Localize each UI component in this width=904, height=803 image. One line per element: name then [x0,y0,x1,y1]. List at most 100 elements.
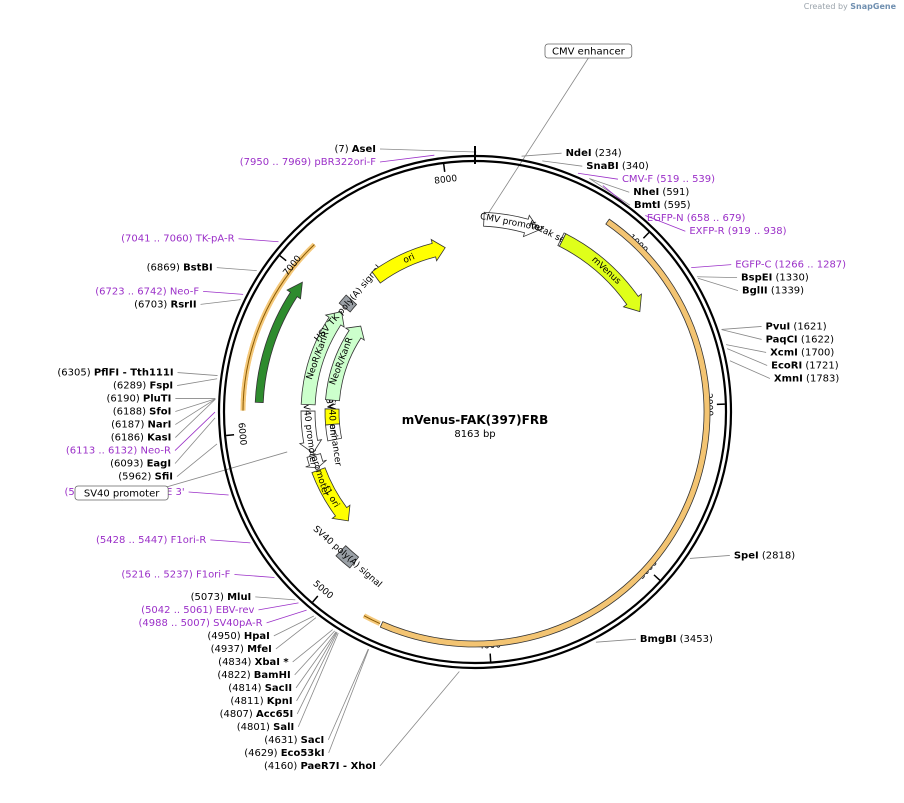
site-label-part: (5073) [191,592,227,603]
leader-line [379,671,460,767]
site-label-eco53ki: (4629) Eco53kI [244,748,324,759]
feature-label-mvenus: mVenus [589,255,622,287]
site-label-part: (4988 .. 5007) [139,618,214,629]
leader-line [697,277,739,292]
site-label-part: BmgBI [640,634,677,645]
leader-line [297,632,339,728]
tick-label: 8000 [434,174,458,187]
tick-mark [312,595,319,603]
site-label-asei: (7) AseI [334,144,376,155]
feature-sv40-ori [324,408,340,426]
site-label-pflfi: (6305) PflFI - Tth111I [57,368,173,379]
created-by-text: Created by [803,2,848,11]
feature-fak-397-frb [379,218,711,648]
site-label-part: pBR322ori-F [314,157,376,168]
site-label-exfp-r: EXFP-R (919 .. 938) [689,226,786,237]
leader-line [175,398,216,425]
site-label-hpai: (4950) HpaI [207,631,269,642]
site-label-part: (234) [592,148,622,159]
feature-ampr-promoter [305,453,327,469]
site-label-f1ori-f: (5216 .. 5237) F1ori-F [121,569,230,580]
site-label-part: (1330) [772,273,809,284]
feature-neor-kanr [325,325,365,402]
backbone-outer-strand [217,154,733,670]
site-label-xcmi: XcmI (1700) [770,347,834,358]
leader-line [483,57,589,221]
leader-line [521,152,562,157]
site-label-part: AseI [352,144,376,155]
leader-line [203,291,244,295]
tick-mark [489,653,492,662]
site-label-part: (1783) [803,373,840,384]
leader-line [328,649,370,754]
leader-line [721,329,762,340]
site-label-part: (7) [334,144,351,155]
leader-line [238,238,279,243]
site-label-part: SfiI [155,472,173,483]
site-label-extra: - Tth111I [119,368,173,379]
site-label-part: TK-pA-R [195,234,235,245]
leader-line [258,602,299,611]
site-label-part: (6093) [110,459,146,470]
site-label-part: (658 .. 679) [684,213,746,224]
site-label-part: SnaBI [586,161,618,172]
site-label-neo-f: (6723 .. 6742) Neo-F [95,286,199,297]
site-label-part: (1721) [802,360,839,371]
tick-mark [642,231,650,239]
leader-line [176,443,218,477]
site-label-part: EGFP-C [735,260,771,271]
leader-line [275,617,317,650]
leader-line [296,632,338,715]
site-label-sali: (4801) SalI [237,722,295,733]
site-label-part: (4811) [230,696,266,707]
site-label-part: Neo-F [170,286,200,297]
site-label-part: (5428 .. 5447) [96,535,171,546]
brand-credit: Created by SnapGene [804,2,896,11]
site-label-part: KasI [147,433,171,444]
leader-line [327,648,369,741]
site-label-part: (1621) [790,321,827,332]
site-label-part: (6869) [147,263,183,274]
site-label-part: SacI [301,735,325,746]
site-label-paer7i: (4160) PaeR7I - XhoI [264,761,376,772]
site-label-part: XmnI [774,373,803,384]
feature-mvenus [558,233,642,313]
leader-line [177,378,218,386]
site-label-part: (7041 .. 7060) [121,234,196,245]
feature-arc-line [242,272,290,402]
site-label-part: SalI [273,722,294,733]
site-label-part: SV40pA-R [213,618,262,629]
site-label-part: RsrII [171,299,197,310]
site-label-part: MfeI [247,644,272,655]
feature-neor-kanr [300,311,345,406]
site-label-part: (3453) [676,634,713,645]
leader-line [595,638,636,643]
feature-label-sv40-ori: SV40 ori [326,398,337,436]
site-label-cmv-f: CMV-F (519 .. 539) [622,174,715,185]
site-label-part: F1ori-F [196,569,231,580]
leader-line [175,398,216,412]
site-label-part: (4801) [237,722,273,733]
leader-lines [121,57,771,767]
site-label-part: (1700) [798,347,835,358]
site-label-part: NarI [148,420,172,431]
site-label-part: (5216 .. 5237) [121,569,196,580]
site-label-extra: - XhoI [339,761,376,772]
boxed-label-text: CMV enhancer [552,47,626,58]
leader-line [174,411,216,451]
site-label-snabi: SnaBI (340) [586,161,649,172]
site-label-mlui: (5073) MluI [191,592,252,603]
site-label-part: EXFP-R [689,226,724,237]
site-label-part: PflFI [94,368,119,379]
site-label-part: (5962) [118,472,154,483]
leader-line [691,264,732,269]
site-label-part: BspEI [741,273,772,284]
site-label-fspi: (6289) FspI [113,381,173,392]
site-label-part: (6305) [57,368,93,379]
site-label-part: BamHI [254,670,291,681]
leader-line [175,398,216,438]
leader-line [379,148,477,153]
feature-sv40-poly-a-signal [335,545,360,569]
site-label-bglii: BglII (1339) [742,286,804,297]
